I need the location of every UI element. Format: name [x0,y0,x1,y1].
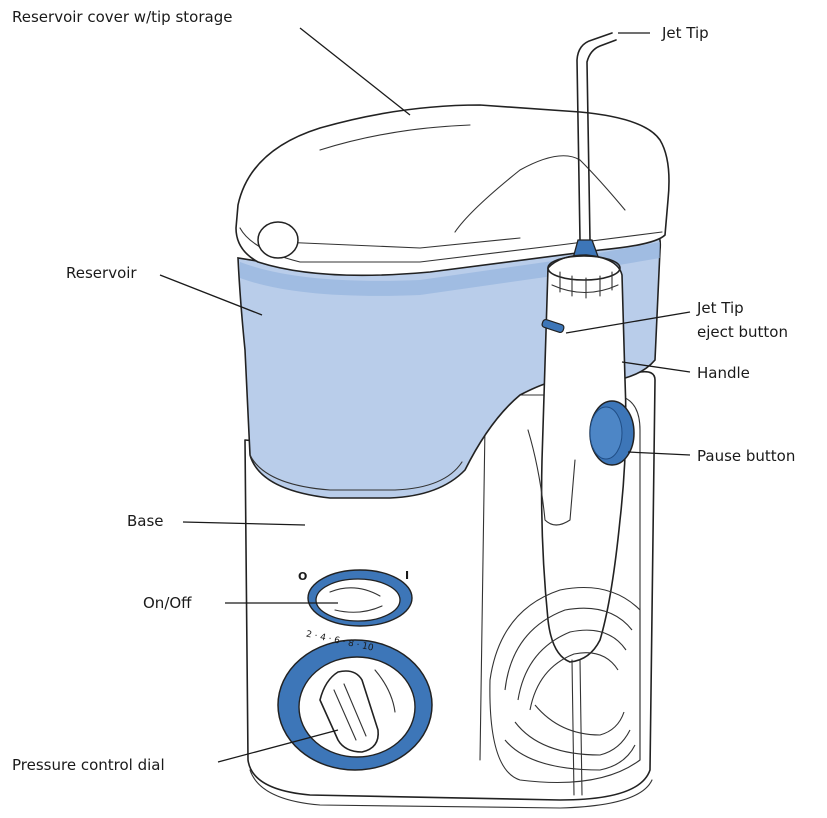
label-base: Base [127,512,164,530]
label-pause-button: Pause button [697,447,795,465]
reservoir-cover[interactable] [236,105,669,275]
label-jet-tip-eject-line2: eject button [697,323,788,341]
label-on-off: On/Off [143,594,192,612]
label-reservoir: Reservoir [66,264,137,282]
tip-storage-knob [258,222,298,258]
switch-on-mark: I [405,569,409,582]
label-pressure-control-dial: Pressure control dial [12,756,165,774]
pause-button[interactable] [590,401,634,465]
switch-off-mark: O [298,570,307,583]
label-handle: Handle [697,364,750,382]
label-jet-tip-eject-line1: Jet Tip [696,299,744,317]
pressure-control-dial[interactable]: 2 · 4 · 6 · 8 · 10 [278,630,432,770]
on-off-switch[interactable]: O I [298,569,412,626]
label-jet-tip: Jet Tip [661,24,709,42]
label-reservoir-cover: Reservoir cover w/tip storage [12,8,232,26]
